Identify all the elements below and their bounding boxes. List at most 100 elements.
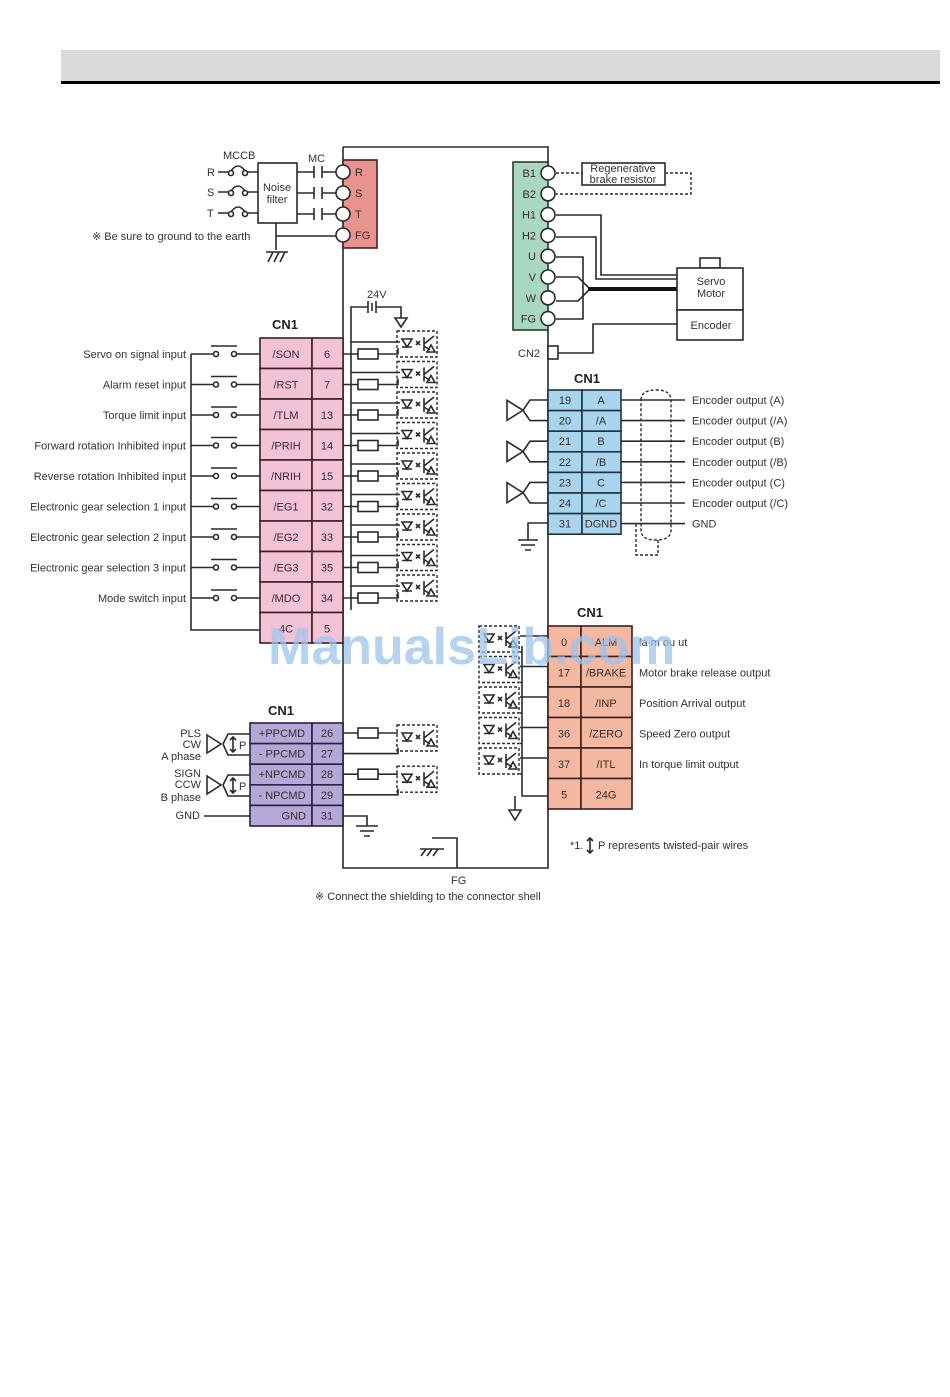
ground-wire [275,223,336,250]
input-signal: /NRIH [271,471,301,483]
ground-note: ※ Be sure to ground to the earth [92,231,250,243]
output-pin: 17 [558,668,570,680]
h2-wire [556,236,677,280]
optocoupler-icon [396,421,438,450]
phase-t-label: T [207,208,214,220]
encoder-signal: /B [596,457,606,469]
output-signal-cell [580,716,633,749]
motor-terminal-b1 [540,165,556,181]
input-signal-cell [259,550,313,583]
phase-r-label: R [207,167,215,179]
regen-label-2: brake resistor [590,174,657,186]
input-switch-icon [191,558,260,569]
dgnd-ground-icon [518,522,548,551]
regen-dashed-wire [556,172,692,195]
mc-label: MC [308,153,325,165]
resistor-icon [357,727,379,739]
optocoupler-icon [396,513,438,541]
optocoupler-icon [396,391,438,419]
pulse-pin-cell [311,804,344,827]
b-phase-label: B phase [161,792,201,804]
power-terminal-fg [335,227,351,243]
cn2-connector [547,345,559,360]
optocoupler-icon [396,452,438,480]
motor-shaft [699,257,721,269]
servo-motor-label-2: Motor [697,288,725,300]
resistor-icon [357,378,379,391]
output-pin: 18 [558,698,570,710]
input-pin: 6 [324,349,330,361]
motor-terminal-v [540,269,556,285]
power-terminal-label: FG [355,230,370,242]
output-pin: 5 [561,790,567,802]
input-switch-icon [191,436,260,447]
pulse-gnd-label: GND [176,810,201,822]
input-switch-icon [191,497,260,508]
output-pin: 36 [558,729,570,741]
input-description: Torque limit input [103,410,186,422]
encoder-pin: 21 [559,436,571,448]
motor-terminal-label: B1 [523,168,536,180]
encoder-signal: B [597,436,604,448]
power-terminal-t [335,206,351,222]
regen-label-1: Regenerative [590,163,655,175]
optocoupler-icon [396,574,438,602]
input-switch-icon [191,528,260,538]
motor-terminal-label: B2 [523,189,536,201]
pls-label: PLS [180,728,201,740]
encoder-output-description: Encoder output (/C) [692,498,788,510]
pulse-pin: 28 [321,769,333,781]
input-cn1-label: CN1 [272,317,298,332]
motor-terminal-u [540,248,556,265]
output-pin-cell [547,625,582,658]
pulse-signal: +NPCMD [259,769,306,781]
input-description: Mode switch input [98,593,186,605]
output-description: Position Arrival output [639,698,745,710]
motor-terminal-label: H1 [522,210,536,222]
sign-label: SIGN [174,768,201,780]
input-pin: 14 [321,441,333,453]
output-pin-cell [547,686,582,719]
encoder-label: Encoder [691,320,732,332]
encoder-signal: /A [596,416,607,428]
input-signal: /EG1 [273,502,298,514]
optocoupler-icon [396,482,438,511]
input-pin-cell [311,611,344,644]
power-terminal-s [335,185,351,201]
twisted-pair-prefix: *1. [570,840,583,852]
output-pin: 37 [558,759,570,771]
output-signal: 24G [596,790,617,802]
input-description: Servo on signal input [83,349,186,361]
input-signal: /PRIH [271,441,300,453]
motor-terminal-label: V [529,272,537,284]
line-driver-b-icon [206,774,250,797]
shield-note: ※ Connect the shielding to the connector… [315,891,541,903]
input-pin-cell [311,367,344,400]
phase-s-label: S [207,187,214,199]
servo-motor-label-1: Servo [697,276,726,288]
input-signal: /RST [273,380,298,392]
pulse-pin: 31 [321,810,333,822]
power-section: MCCB MC R S T Noise filter ※ Be sure to … [92,150,378,263]
encoder-output-description: Encoder output (/B) [692,457,787,469]
twist-a-label: P [239,740,246,752]
motor-terminal-h1 [540,206,556,223]
input-description: Forward rotation Inhibited input [34,441,186,453]
frame-ground: FG ※ Connect the shielding to the connec… [315,836,749,903]
resistor-icon [357,768,379,781]
encoder-cable [558,323,677,354]
input-pin: 15 [321,471,333,483]
motor-terminal-w [540,289,556,306]
input-pin: 7 [324,380,330,392]
encoder-output-description: GND [692,519,717,531]
h1-wire [556,214,677,276]
optocoupler-icon [478,747,520,775]
mccb-breaker-icon [218,165,258,218]
encoder-signal: A [597,395,605,407]
encoder-pin: 31 [559,519,571,531]
motor-terminal-b2 [540,186,556,202]
resistor-icon [357,531,379,543]
supply-ground-symbol [393,317,409,329]
line-driver-icon [506,398,548,422]
encoder-pin: 22 [559,457,571,469]
